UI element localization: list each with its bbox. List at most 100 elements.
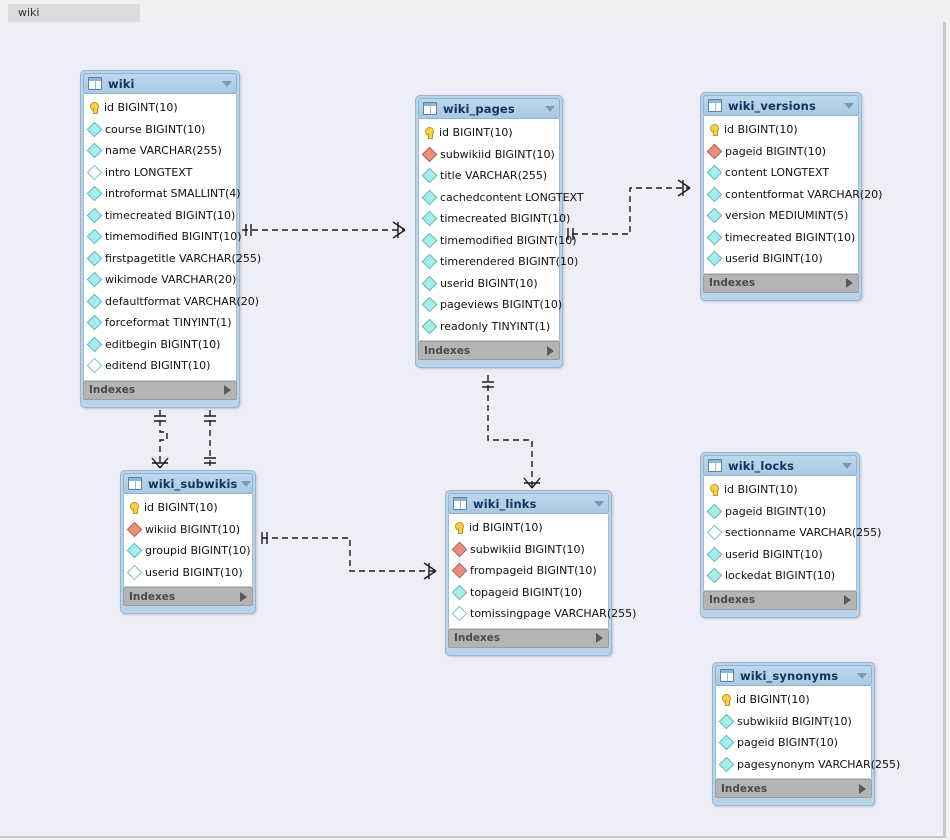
table-column[interactable]: userid BIGINT(10) xyxy=(124,562,252,584)
table-column[interactable]: wikimode VARCHAR(20) xyxy=(84,269,236,291)
table-header[interactable]: wiki_synonyms xyxy=(715,665,872,686)
indexes-footer[interactable]: Indexes xyxy=(715,779,872,798)
edge-wiki-pages-to-wiki-links xyxy=(487,375,533,488)
table-icon xyxy=(708,99,722,112)
table-wiki-links[interactable]: wiki_links id BIGINT(10)subwikiid BIGINT… xyxy=(445,490,636,656)
table-column[interactable]: course BIGINT(10) xyxy=(84,119,236,141)
table-columns: id BIGINT(10)pageid BIGINT(10)sectionnam… xyxy=(703,476,881,590)
table-wiki-pages[interactable]: wiki_pages id BIGINT(10)subwikiid BIGINT… xyxy=(415,95,584,368)
table-column[interactable]: pageid BIGINT(10) xyxy=(704,501,856,523)
chevron-right-icon[interactable] xyxy=(596,633,603,643)
table-column[interactable]: defaultformat VARCHAR(20) xyxy=(84,291,259,313)
table-column[interactable]: title VARCHAR(255) xyxy=(419,165,559,187)
table-header[interactable]: wiki xyxy=(83,73,237,94)
table-column[interactable]: intro LONGTEXT xyxy=(84,162,236,184)
table-column[interactable]: userid BIGINT(10) xyxy=(704,544,856,566)
diagram-canvas[interactable]: wiki id BIGINT(10)course BIGINT(10)name … xyxy=(0,22,946,838)
table-column[interactable]: forceformat TINYINT(1) xyxy=(84,312,236,334)
chevron-down-icon[interactable] xyxy=(545,105,555,112)
column-label: frompageid BIGINT(10) xyxy=(470,564,597,578)
column-icon xyxy=(718,756,735,773)
table-column[interactable]: timecreated BIGINT(10) xyxy=(704,227,858,249)
table-column[interactable]: id BIGINT(10) xyxy=(704,479,856,501)
indexes-footer[interactable]: Indexes xyxy=(418,341,560,360)
table-column[interactable]: subwikiid BIGINT(10) xyxy=(449,539,608,561)
chevron-right-icon[interactable] xyxy=(224,385,231,395)
tab-wiki[interactable]: wiki xyxy=(8,4,140,22)
table-column[interactable]: version MEDIUMINT(5) xyxy=(704,205,858,227)
table-column[interactable]: pageviews BIGINT(10) xyxy=(419,294,562,316)
table-column[interactable]: id BIGINT(10) xyxy=(704,119,858,141)
table-wiki-synonyms[interactable]: wiki_synonyms id BIGINT(10)subwikiid BIG… xyxy=(712,662,900,806)
table-footer-pad xyxy=(715,798,872,803)
table-column[interactable]: contentformat VARCHAR(20) xyxy=(704,184,882,206)
chevron-right-icon[interactable] xyxy=(846,278,853,288)
table-column[interactable]: timecreated BIGINT(10) xyxy=(419,208,570,230)
table-header[interactable]: wiki_links xyxy=(448,493,609,514)
table-column[interactable]: wikiid BIGINT(10) xyxy=(124,519,252,541)
table-wiki[interactable]: wiki id BIGINT(10)course BIGINT(10)name … xyxy=(80,70,261,408)
chevron-right-icon[interactable] xyxy=(240,591,247,602)
table-column[interactable]: cachedcontent LONGTEXT xyxy=(419,187,584,209)
table-column[interactable]: id BIGINT(10) xyxy=(124,497,252,519)
table-column[interactable]: timerendered BIGINT(10) xyxy=(419,251,578,273)
column-label: userid BIGINT(10) xyxy=(725,252,823,266)
indexes-footer[interactable]: Indexes xyxy=(703,273,859,293)
table-column[interactable]: content LONGTEXT xyxy=(704,162,858,184)
table-column[interactable]: subwikiid BIGINT(10) xyxy=(419,144,559,166)
table-column[interactable]: pageid BIGINT(10) xyxy=(704,141,858,163)
indexes-footer[interactable]: Indexes xyxy=(83,380,237,400)
table-column[interactable]: editbegin BIGINT(10) xyxy=(84,334,236,356)
table-column[interactable]: sectionname VARCHAR(255) xyxy=(704,522,881,544)
column-label: timemodified BIGINT(10) xyxy=(440,233,577,247)
table-column[interactable]: tomissingpage VARCHAR(255) xyxy=(449,603,636,625)
table-column[interactable]: groupid BIGINT(10) xyxy=(124,540,252,562)
chevron-down-icon[interactable] xyxy=(844,102,854,109)
table-column[interactable]: timemodified BIGINT(10) xyxy=(84,226,242,248)
table-column[interactable]: name VARCHAR(255) xyxy=(84,140,236,162)
table-column[interactable]: id BIGINT(10) xyxy=(84,97,236,119)
table-header[interactable]: wiki_locks xyxy=(703,455,857,476)
table-wiki-subwikis[interactable]: wiki_subwikis id BIGINT(10)wikiid BIGINT… xyxy=(120,470,256,614)
table-header[interactable]: wiki_versions xyxy=(703,95,859,116)
table-column[interactable]: readonly TINYINT(1) xyxy=(419,316,559,338)
indexes-footer[interactable]: Indexes xyxy=(448,628,609,648)
table-column[interactable]: firstpagetitle VARCHAR(255) xyxy=(84,248,261,270)
table-column[interactable]: userid BIGINT(10) xyxy=(419,273,559,295)
column-icon xyxy=(86,121,103,138)
table-column[interactable]: timecreated BIGINT(10) xyxy=(84,205,236,227)
table-column[interactable]: subwikiid BIGINT(10) xyxy=(716,711,871,733)
column-icon xyxy=(86,271,103,288)
chevron-down-icon[interactable] xyxy=(842,462,852,469)
table-column[interactable]: lockedat BIGINT(10) xyxy=(704,565,856,587)
chevron-right-icon[interactable] xyxy=(844,595,851,605)
table-column[interactable]: pagesynonym VARCHAR(255) xyxy=(716,754,900,776)
column-icon xyxy=(706,250,723,267)
table-column[interactable]: frompageid BIGINT(10) xyxy=(449,560,608,582)
table-column[interactable]: editend BIGINT(10) xyxy=(84,355,236,377)
chevron-down-icon[interactable] xyxy=(857,672,867,679)
table-header[interactable]: wiki_pages xyxy=(418,98,560,119)
table-column[interactable]: id BIGINT(10) xyxy=(419,122,559,144)
table-column[interactable]: userid BIGINT(10) xyxy=(704,248,858,270)
chevron-down-icon[interactable] xyxy=(222,80,232,87)
table-columns: id BIGINT(10)subwikiid BIGINT(10) frompag… xyxy=(448,514,636,628)
chevron-down-icon[interactable] xyxy=(594,500,604,507)
table-icon xyxy=(128,477,142,490)
table-columns: id BIGINT(10)subwikiid BIGINT(10)title V… xyxy=(418,119,584,340)
chevron-down-icon[interactable] xyxy=(241,480,252,487)
table-wiki-versions[interactable]: wiki_versions id BIGINT(10)pageid BIGINT… xyxy=(700,92,882,301)
table-header[interactable]: wiki_subwikis xyxy=(123,473,253,494)
table-column[interactable]: timemodified BIGINT(10) xyxy=(419,230,577,252)
indexes-footer[interactable]: Indexes xyxy=(703,590,857,610)
table-column[interactable]: introformat SMALLINT(4) xyxy=(84,183,241,205)
table-column[interactable]: id BIGINT(10) xyxy=(716,689,871,711)
indexes-footer[interactable]: Indexes xyxy=(123,587,253,606)
chevron-right-icon[interactable] xyxy=(547,345,554,356)
table-column[interactable]: pageid BIGINT(10) xyxy=(716,732,871,754)
chevron-right-icon[interactable] xyxy=(859,783,866,794)
table-wiki-locks[interactable]: wiki_locks id BIGINT(10)pageid BIGINT(10… xyxy=(700,452,881,618)
table-columns: id BIGINT(10)pageid BIGINT(10)content LO… xyxy=(703,116,882,273)
table-column[interactable]: id BIGINT(10) xyxy=(449,517,608,539)
table-column[interactable]: topageid BIGINT(10) xyxy=(449,582,608,604)
